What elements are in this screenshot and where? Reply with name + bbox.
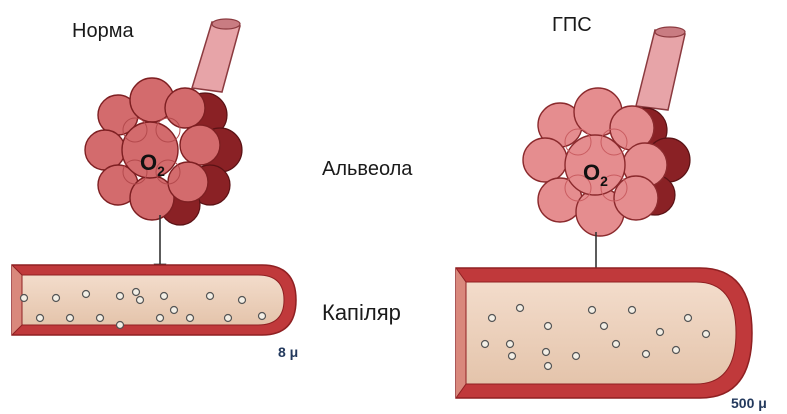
diameter-hps: 500 μ (731, 395, 767, 411)
label-alveolus: Альвеола (322, 158, 412, 181)
capillary-hps (456, 268, 752, 398)
title-hps: ГПС (552, 14, 592, 37)
alveolus-hps: O2 (523, 27, 690, 236)
capillary-normal (12, 265, 296, 335)
label-capillary: Капіляр (322, 300, 401, 326)
title-normal: Норма (72, 20, 134, 43)
diameter-normal: 8 μ (278, 344, 298, 360)
alveolus-normal: O2 (85, 19, 242, 225)
bronchiole-tube-normal (192, 22, 240, 92)
bronchiole-tube-hps (636, 30, 685, 110)
